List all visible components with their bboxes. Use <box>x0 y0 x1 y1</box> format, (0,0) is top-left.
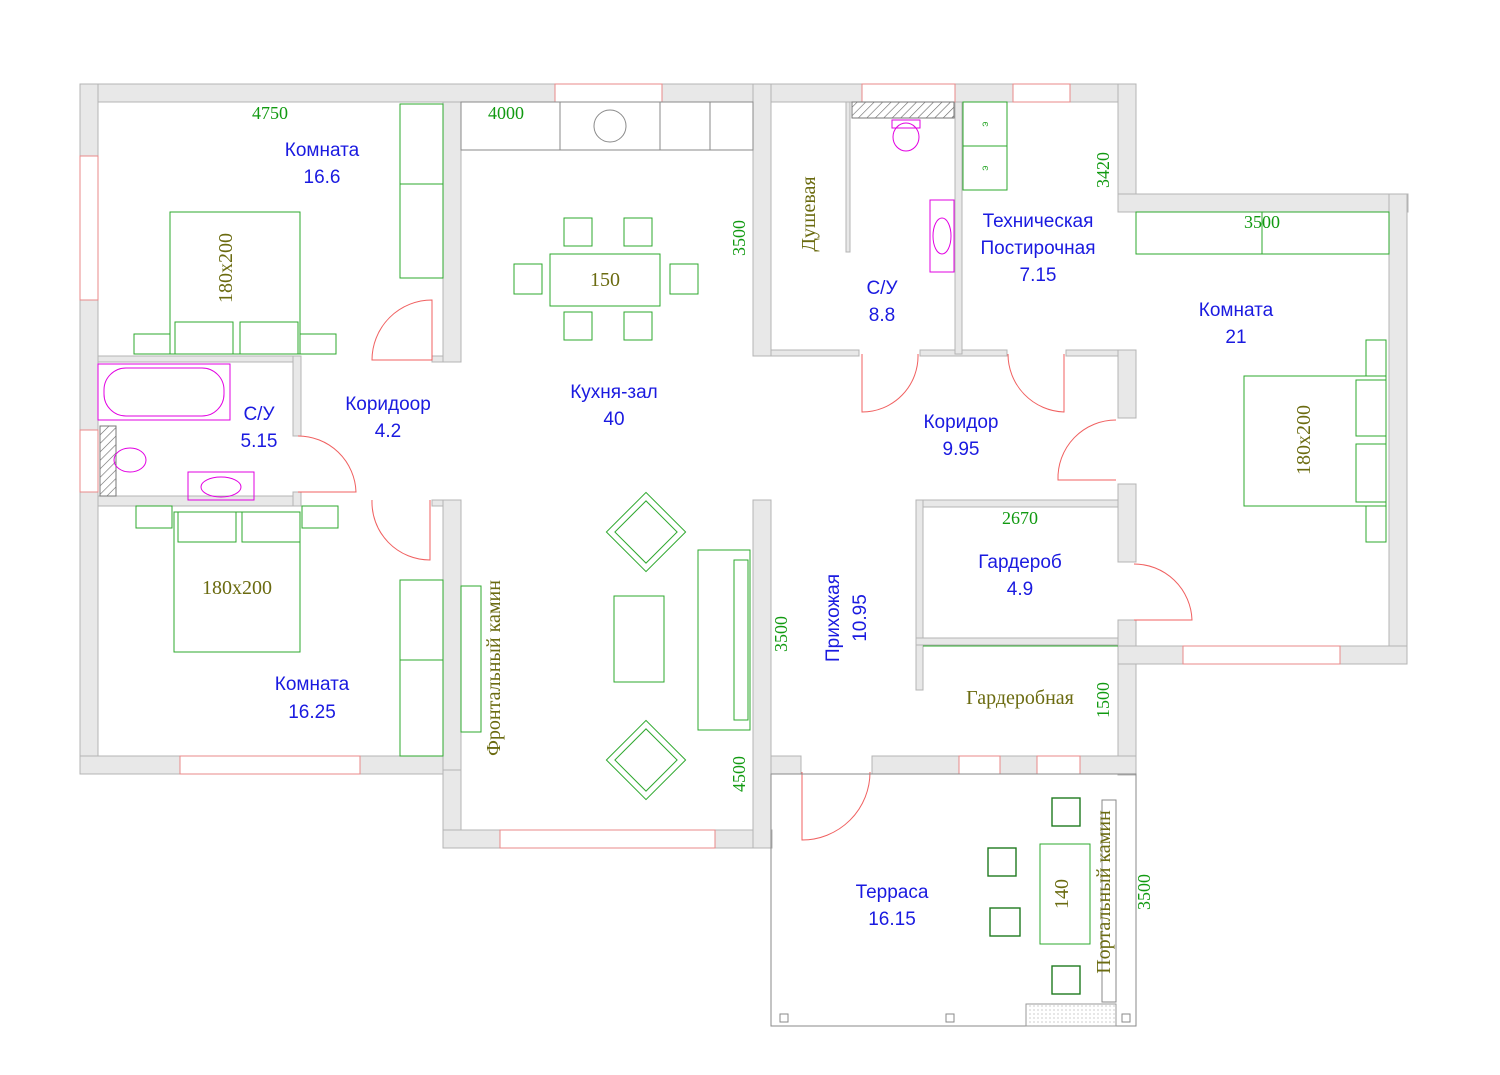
dim-wardrobe-top: 2670 <box>1002 508 1038 528</box>
dimensions: 4750 4000 3500 3420 3500 2670 3500 1500 … <box>252 103 1280 910</box>
annotations: Душевая Фронтальный камин Портальный кам… <box>202 121 1315 973</box>
label-shower: Душевая <box>798 176 820 251</box>
room-name-wardrobe: Гардероб <box>978 552 1062 573</box>
room-labels: Комната 16.6 С/У 5.15 Коридоор 4.2 Комна… <box>241 140 1274 930</box>
room-area-right: 21 <box>1225 327 1246 348</box>
room-name-hallway: Прихожая <box>823 574 844 662</box>
label-bed-bottom-left: 180x200 <box>202 577 272 599</box>
room-name-left-bottom: Комната <box>275 674 350 695</box>
dim-top-center: 4000 <box>488 103 524 123</box>
room-name-bath-left: С/У <box>243 404 275 425</box>
room-name-left-top: Комната <box>285 140 360 161</box>
room-area-corridor-left: 4.2 <box>375 421 401 442</box>
walls <box>79 83 1409 849</box>
room-area-bath-left: 5.15 <box>241 431 278 452</box>
label-dressing: Гардеробная <box>966 687 1074 709</box>
room-name-utility-line2: Постирочная <box>980 238 1095 259</box>
room-area-kitchen-hall: 40 <box>603 409 624 430</box>
label-fireplace-front: Фронтальный камин <box>483 580 505 756</box>
room-area-left-bottom: 16.25 <box>288 702 336 723</box>
room-area-wardrobe: 4.9 <box>1007 579 1033 600</box>
room-name-corridor-right: Коридор <box>923 412 998 433</box>
label-appliance-2: э <box>980 165 991 170</box>
dim-dressing-right: 1500 <box>1093 682 1113 718</box>
dim-top-left: 4750 <box>252 103 288 123</box>
label-bed-right: 180x200 <box>1293 405 1315 475</box>
label-appliance-1: э <box>980 121 991 126</box>
dim-room-right-top: 3500 <box>1244 212 1280 232</box>
room-area-terrace: 16.15 <box>868 909 916 930</box>
room-name-corridor-left: Коридоор <box>345 394 431 415</box>
room-area-hallway: 10.95 <box>850 594 871 642</box>
furniture <box>97 101 1390 1027</box>
windows <box>79 83 1341 849</box>
dim-kitchen-right: 3500 <box>729 220 749 256</box>
label-terrace-table: 140 <box>1051 879 1073 909</box>
dim-utility-right: 3420 <box>1093 152 1113 188</box>
dim-hall-left: 3500 <box>771 616 791 652</box>
dim-terrace-right: 3500 <box>1134 874 1154 910</box>
room-name-terrace: Терраса <box>856 882 929 903</box>
room-area-left-top: 16.6 <box>304 167 341 188</box>
room-name-utility-line1: Техническая <box>983 211 1094 232</box>
room-area-bath-center: 8.8 <box>869 305 895 326</box>
label-bed-top-left: 180x200 <box>215 233 237 303</box>
doors <box>297 299 1193 841</box>
label-fireplace-portal: Портальный камин <box>1093 810 1115 974</box>
room-name-kitchen-hall: Кухня-зал <box>570 382 658 403</box>
label-dining-table: 150 <box>590 269 620 291</box>
room-name-bath-center: С/У <box>866 278 898 299</box>
room-name-right: Комната <box>1199 300 1274 321</box>
room-area-corridor-right: 9.95 <box>943 439 980 460</box>
room-area-utility: 7.15 <box>1020 265 1057 286</box>
dim-hall-bottom-left: 4500 <box>729 756 749 792</box>
